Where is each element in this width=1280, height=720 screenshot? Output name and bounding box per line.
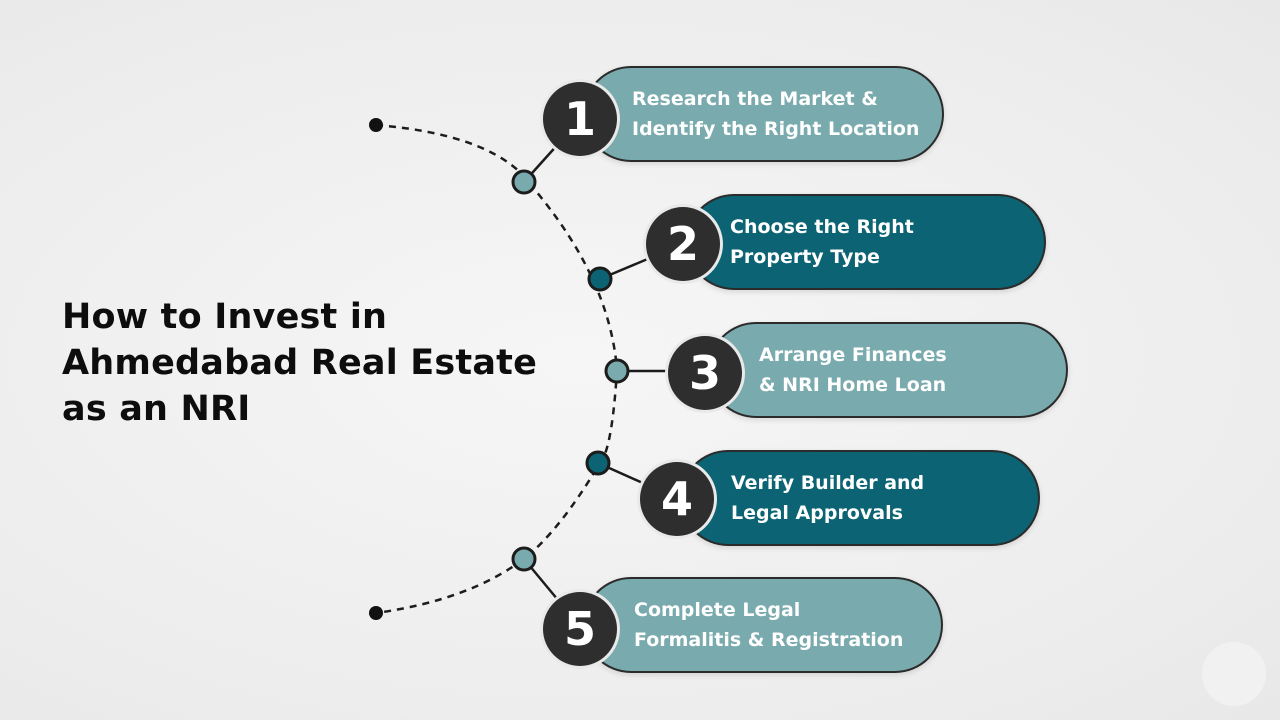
step-4-line-1: Verify Builder and — [731, 472, 925, 494]
arc-node-1 — [511, 169, 537, 195]
step-2-line-1: Choose the Right — [730, 216, 914, 238]
arc-end-dot — [369, 606, 383, 620]
step-5-badge: 5 — [543, 592, 617, 666]
arc-start-dot — [369, 118, 383, 132]
arc-node-4 — [585, 450, 611, 476]
step-2-line-2: Property Type — [730, 246, 880, 268]
corner-decoration — [1202, 642, 1266, 706]
step-3-badge: 3 — [668, 336, 742, 410]
title-line-1: How to Invest in — [62, 297, 388, 337]
step-1-line-2: Identify the Right Location — [632, 118, 920, 140]
step-4-badge: 4 — [640, 462, 714, 536]
step-3-line-2: & NRI Home Loan — [759, 374, 947, 396]
step-1-line-1: Research the Market & — [632, 88, 878, 110]
step-3-line-1: Arrange Finances — [759, 344, 947, 366]
step-5-card: Complete Legal Formalitis & Registration — [583, 577, 943, 673]
step-4-card: Verify Builder and Legal Approvals — [680, 450, 1040, 546]
step-2-card: Choose the Right Property Type — [686, 194, 1046, 290]
arc-node-2 — [587, 266, 613, 292]
arc-node-5 — [511, 546, 537, 572]
step-4-line-2: Legal Approvals — [731, 502, 903, 524]
dashed-arc-path — [375, 123, 619, 615]
title-line-3: as an NRI — [62, 389, 251, 429]
page-title: How to Invest in Ahmedabad Real Estate a… — [62, 294, 582, 432]
step-3-card: Arrange Finances & NRI Home Loan — [708, 322, 1068, 418]
step-5-line-2: Formalitis & Registration — [634, 629, 904, 651]
title-line-2: Ahmedabad Real Estate — [62, 343, 538, 383]
step-5-line-1: Complete Legal — [634, 599, 801, 621]
step-1-badge: 1 — [543, 82, 617, 156]
step-2-badge: 2 — [646, 207, 720, 281]
step-1-card: Research the Market & Identify the Right… — [583, 66, 944, 162]
arc-node-3 — [604, 358, 630, 384]
